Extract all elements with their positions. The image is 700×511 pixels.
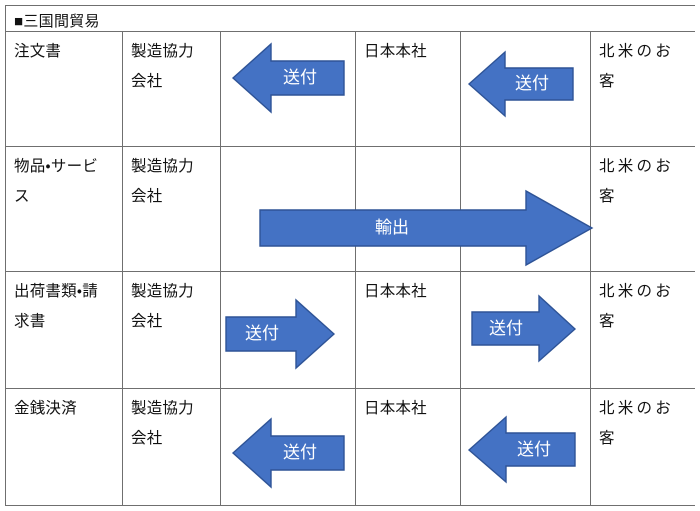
party-japan-hq-cell-r3: 日本本社: [356, 272, 461, 389]
arrow-cell-r4-left: 送付: [221, 389, 356, 506]
party-manufacturer-line2-r2: 会社: [131, 188, 163, 205]
table-row-shipping-docs: 出荷書類・請 求書 製造協力 会社 送付 日本本社: [6, 272, 695, 389]
party-manufacturer-cell-r3: 製造協力 会社: [123, 272, 221, 389]
row-label-shipping-docs-cell: 出荷書類・請 求書: [6, 272, 123, 389]
arrow-send-left-r4a[interactable]: 送付: [231, 417, 345, 489]
arrow-send-right-r3b[interactable]: 送付: [471, 294, 577, 364]
arrow-send-left-r4b[interactable]: 送付: [467, 415, 576, 485]
party-manufacturer-line2-r3: 会社: [131, 313, 163, 330]
trade-flow-table: ■三国間貿易 注文書 製造協力 会社 送付 日本本社: [5, 5, 695, 506]
party-manufacturer-line2-r4: 会社: [131, 430, 163, 447]
table-header-row: ■三国間貿易: [6, 6, 695, 32]
arrow-cell-r2-c: [461, 147, 591, 272]
party-na-customer-cell-r1: 北米のお 客: [591, 32, 695, 147]
party-na-customer-line2-r4: 客: [599, 430, 615, 447]
row-label-order-form: 注文書: [14, 43, 62, 60]
party-manufacturer-line1-r2: 製造協力: [131, 158, 194, 175]
party-na-customer-line2-r2: 客: [599, 188, 615, 205]
party-na-customer-cell-r3: 北米のお 客: [591, 272, 695, 389]
party-japan-hq-r1: 日本本社: [364, 43, 427, 60]
arrow-cell-r3-left: 送付: [221, 272, 356, 389]
header-title-cell: ■三国間貿易: [6, 6, 695, 32]
party-na-customer-line2-r3: 客: [599, 313, 615, 330]
party-japan-hq-cell-r4: 日本本社: [356, 389, 461, 506]
arrow-cell-r3-right: 送付: [461, 272, 591, 389]
party-manufacturer-line1-r3: 製造協力: [131, 283, 194, 300]
arrow-send-left-r1b[interactable]: 送付: [467, 50, 574, 118]
row-label-settlement-cell: 金銭決済: [6, 389, 123, 506]
party-manufacturer-cell-r2: 製造協力 会社: [123, 147, 221, 272]
table-row-order-form: 注文書 製造協力 会社 送付 日本本社: [6, 32, 695, 147]
party-japan-hq-r4: 日本本社: [364, 400, 427, 417]
party-manufacturer-cell-r4: 製造協力 会社: [123, 389, 221, 506]
party-na-customer-cell-r2: 北米のお 客: [591, 147, 695, 272]
row-label-goods-services-cell: 物品・サービ ス: [6, 147, 123, 272]
party-na-customer-line1-r2: 北米のお: [599, 158, 671, 175]
row-label-goods-services-line2: ス: [14, 188, 30, 205]
row-label-settlement: 金銭決済: [14, 400, 77, 417]
arrow-cell-r1-left: 送付: [221, 32, 356, 147]
arrow-send-right-r3a[interactable]: 送付: [225, 298, 336, 370]
page-title: ■三国間貿易: [14, 14, 100, 30]
party-na-customer-line1-r1: 北米のお: [599, 43, 671, 60]
row-label-order-form-cell: 注文書: [6, 32, 123, 147]
party-manufacturer-line1-r1: 製造協力: [131, 43, 194, 60]
table-row-goods-services: 物品・サービ ス 製造協力 会社 北米のお 客: [6, 147, 695, 272]
party-japan-hq-r3: 日本本社: [364, 283, 427, 300]
party-manufacturer-line2-r1: 会社: [131, 73, 163, 90]
party-manufacturer-cell-r1: 製造協力 会社: [123, 32, 221, 147]
party-na-customer-line1-r4: 北米のお: [599, 400, 671, 417]
party-na-customer-line2-r1: 客: [599, 73, 615, 90]
table-row-settlement: 金銭決済 製造協力 会社 送付 日本本社: [6, 389, 695, 506]
arrow-cell-r4-right: 送付: [461, 389, 591, 506]
row-label-shipping-docs-line2: 求書: [14, 313, 46, 330]
arrow-export-right-r2[interactable]: 輸出: [259, 189, 594, 267]
row-label-goods-services-line1: 物品・サービ: [14, 158, 98, 175]
party-na-customer-cell-r4: 北米のお 客: [591, 389, 695, 506]
party-japan-hq-cell-r1: 日本本社: [356, 32, 461, 147]
arrow-cell-r1-right: 送付: [461, 32, 591, 147]
party-na-customer-line1-r3: 北米のお: [599, 283, 671, 300]
party-manufacturer-line1-r4: 製造協力: [131, 400, 194, 417]
arrow-send-left-r1a[interactable]: 送付: [231, 42, 345, 114]
row-label-shipping-docs-line1: 出荷書類・請: [14, 283, 98, 300]
